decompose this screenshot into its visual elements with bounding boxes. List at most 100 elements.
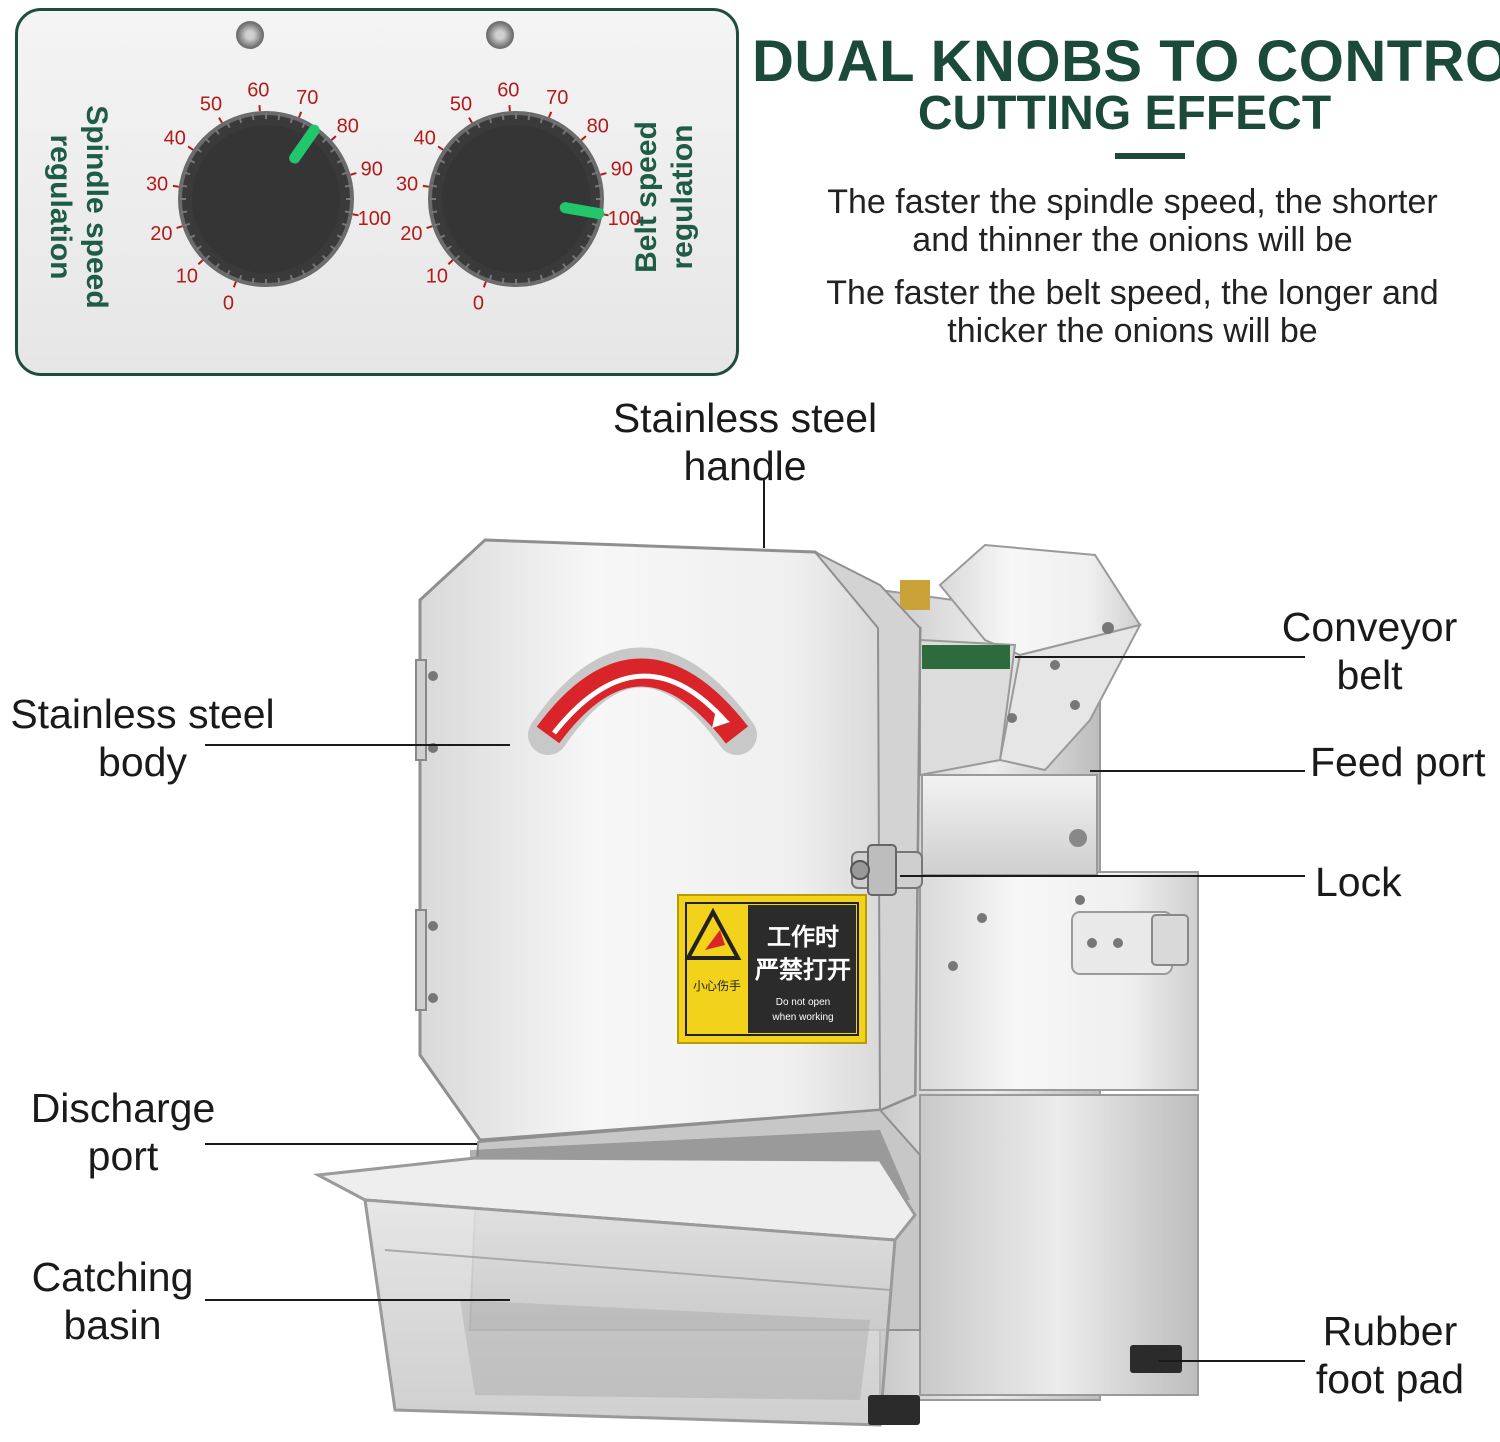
conveyor-leader-line bbox=[1015, 656, 1305, 658]
spindle-knob-grip bbox=[226, 269, 231, 277]
callout-feed-port: Feed port bbox=[1310, 739, 1486, 785]
callout-foot-pad: Rubber foot pad bbox=[1315, 1308, 1465, 1402]
belt-knob-grip bbox=[527, 277, 531, 285]
spindle-knob-grip bbox=[180, 210, 188, 214]
warning-small-left: 小心伤手 bbox=[693, 979, 741, 993]
spindle-dial-tick bbox=[298, 111, 303, 118]
belt-dial-tick bbox=[548, 111, 553, 118]
belt-dial-tick-label: 30 bbox=[396, 174, 418, 196]
spindle-dial-tick bbox=[172, 184, 179, 188]
belt-dial-tick bbox=[482, 281, 487, 288]
spindle-dial-tick bbox=[330, 135, 337, 141]
spindle-dial-tick bbox=[350, 172, 357, 176]
warning-cn-line2: 严禁打开 bbox=[755, 956, 851, 984]
spindle-knob-grip bbox=[214, 263, 220, 270]
spindle-description-line2: and thinner the onions will be bbox=[912, 221, 1353, 259]
rubber-foot-pads bbox=[868, 1345, 1182, 1425]
belt-dial-tick-label: 0 bbox=[473, 292, 484, 314]
spindle-knob-grip bbox=[204, 137, 211, 144]
belt-knob-grip bbox=[562, 263, 568, 270]
callout-basin: Catching basin bbox=[31, 1254, 194, 1348]
spindle-knob-grip bbox=[238, 274, 243, 282]
belt-dial-tick bbox=[468, 117, 473, 124]
belt-dial-tick bbox=[580, 135, 587, 141]
body-leader-line bbox=[205, 744, 510, 746]
belt-knob-grip bbox=[591, 171, 599, 176]
belt-knob-grip bbox=[438, 234, 446, 239]
spindle-knob-grip bbox=[195, 147, 202, 153]
belt-knob-grip bbox=[464, 263, 470, 270]
belt-knob-grip bbox=[562, 128, 568, 135]
spindle-dial-tick-label: 20 bbox=[150, 223, 172, 245]
belt-description-line2: thicker the onions will be bbox=[947, 312, 1318, 350]
belt-knob-grip bbox=[433, 171, 441, 176]
spindle-knob-pointer bbox=[289, 124, 320, 164]
spindle-dial-tick-label: 100 bbox=[358, 208, 391, 230]
spindle-knob-face bbox=[192, 125, 340, 273]
stainless-body-cover bbox=[415, 538, 922, 1142]
warning-sticker: 工作时 严禁打开 小心伤手 Do not open when working bbox=[677, 894, 867, 1044]
callout-discharge: Discharge port bbox=[30, 1085, 216, 1179]
belt-knob-grip bbox=[571, 137, 578, 144]
callout-lock: Lock bbox=[1315, 859, 1402, 905]
spindle-dial-tick-label: 10 bbox=[176, 265, 198, 287]
spindle-knob-grip bbox=[301, 269, 306, 277]
spindle-knob-grip bbox=[341, 222, 349, 227]
spindle-knob-grip bbox=[251, 113, 255, 121]
belt-dial-tick-label: 20 bbox=[400, 223, 422, 245]
spindle-knob-grip bbox=[183, 222, 191, 227]
belt-dial-tick-label: 70 bbox=[546, 87, 568, 109]
belt-knob-grip bbox=[580, 147, 587, 153]
warning-en-line2: when working bbox=[771, 1012, 833, 1023]
belt-dial-tick bbox=[600, 172, 607, 176]
spindle-knob-grip bbox=[188, 234, 196, 239]
spindle-dial-tick bbox=[176, 225, 183, 229]
panel-screw-left bbox=[236, 21, 264, 49]
belt-description: The faster the belt speed, the longer an… bbox=[760, 274, 1500, 350]
basin-leader-line bbox=[205, 1299, 510, 1301]
belt-knob-grip bbox=[454, 254, 461, 261]
belt-knob-grip bbox=[551, 269, 556, 277]
feed-leader-line bbox=[1090, 770, 1305, 772]
spindle-knob-grip bbox=[195, 245, 202, 251]
control-panel: Spindle speed regulation Belt speed regu… bbox=[15, 8, 739, 376]
spindle-knob-grip bbox=[330, 245, 337, 251]
spindle-knob-grip bbox=[330, 147, 337, 153]
belt-knob-grip bbox=[433, 222, 441, 227]
discharge-leader-line bbox=[205, 1143, 477, 1145]
belt-knob-grip bbox=[539, 274, 544, 282]
belt-dial-tick-label: 100 bbox=[608, 208, 641, 230]
spindle-knob-grip bbox=[277, 277, 281, 285]
spindle-knob-grip bbox=[321, 254, 328, 261]
belt-knob-grip bbox=[430, 210, 438, 214]
spindle-description: The faster the spindle speed, the shorte… bbox=[760, 183, 1500, 259]
spindle-knob-grip bbox=[204, 254, 211, 261]
belt-knob-grip bbox=[476, 121, 481, 129]
spindle-knob-grip bbox=[188, 159, 196, 164]
belt-dial-tick bbox=[447, 259, 454, 266]
belt-knob-grip bbox=[586, 159, 594, 164]
spindle-dial-tick-label: 60 bbox=[247, 79, 269, 101]
spindle-knob-grip bbox=[336, 234, 344, 239]
belt-knob-grip bbox=[501, 277, 505, 285]
feeder-hopper bbox=[900, 543, 1142, 777]
lock-latch bbox=[850, 844, 923, 896]
catching-basin bbox=[312, 1156, 917, 1427]
spindle-knob-grip bbox=[341, 171, 349, 176]
warning-cn-line1: 工作时 bbox=[767, 923, 839, 951]
belt-knob-grip bbox=[438, 159, 446, 164]
spindle-dial-tick-label: 30 bbox=[146, 174, 168, 196]
spindle-knob-grip bbox=[214, 128, 220, 135]
spindle-dial-tick-label: 50 bbox=[200, 94, 222, 116]
belt-knob-grip bbox=[586, 234, 594, 239]
callout-conveyor: Conveyor belt bbox=[1281, 604, 1458, 698]
foot-leader-line bbox=[1158, 1360, 1305, 1362]
spindle-knob-grip bbox=[277, 113, 281, 121]
spindle-knob-grip bbox=[344, 184, 352, 188]
spindle-knob-grip bbox=[321, 137, 328, 144]
rotation-arrow-icon bbox=[528, 647, 757, 755]
spindle-knob-grip bbox=[226, 121, 231, 129]
spindle-dial-tick bbox=[232, 281, 237, 288]
